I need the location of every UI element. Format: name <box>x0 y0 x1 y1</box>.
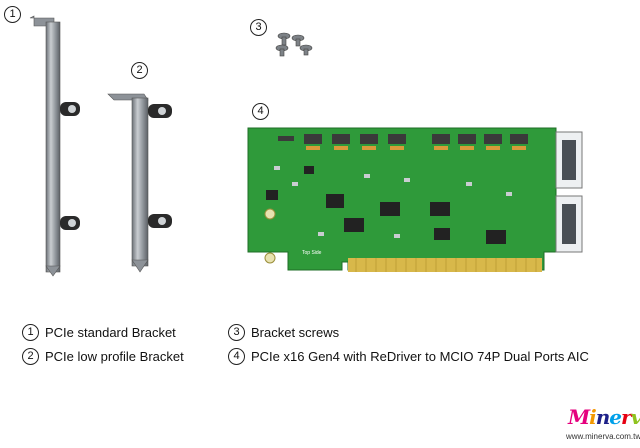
minerva-logo: Minerva www.minerva.com.tw <box>560 405 640 445</box>
logo-wordmark: Minerva <box>568 405 640 429</box>
legend-text-2: PCIe low profile Bracket <box>45 349 184 364</box>
legend-number-1: 1 <box>22 324 39 341</box>
logo-letter: n <box>595 405 611 429</box>
logo-letter: e <box>609 405 622 429</box>
logo-letter: M <box>568 405 590 429</box>
legend-number-4: 4 <box>228 348 245 365</box>
logo-letter: v <box>631 405 640 429</box>
card-silkscreen-label: Top Side <box>302 250 322 256</box>
legend-text-4: PCIe x16 Gen4 with ReDriver to MCIO 74P … <box>251 349 589 364</box>
legend-item-2: 2 PCIe low profile Bracket <box>22 348 184 365</box>
logo-letter: r <box>621 405 632 429</box>
callout-1: 1 <box>4 6 21 23</box>
bracket-screws-image <box>275 32 313 57</box>
legend-number-3: 3 <box>228 324 245 341</box>
callout-4: 4 <box>252 103 269 120</box>
standard-bracket-image <box>29 15 80 277</box>
legend-item-1: 1 PCIe standard Bracket <box>22 324 176 341</box>
legend-text-1: PCIe standard Bracket <box>45 325 176 340</box>
logo-letter: i <box>589 405 597 429</box>
legend-number-2: 2 <box>22 348 39 365</box>
callout-2: 2 <box>131 62 148 79</box>
callout-3: 3 <box>250 19 267 36</box>
legend-item-3: 3 Bracket screws <box>228 324 339 341</box>
legend-text-3: Bracket screws <box>251 325 340 340</box>
pcie-card-image: Top Side <box>247 127 583 272</box>
low-profile-bracket-image <box>107 93 172 273</box>
logo-url: www.minerva.com.tw <box>566 432 640 441</box>
legend-item-4: 4 PCIe x16 Gen4 with ReDriver to MCIO 74… <box>228 348 589 365</box>
